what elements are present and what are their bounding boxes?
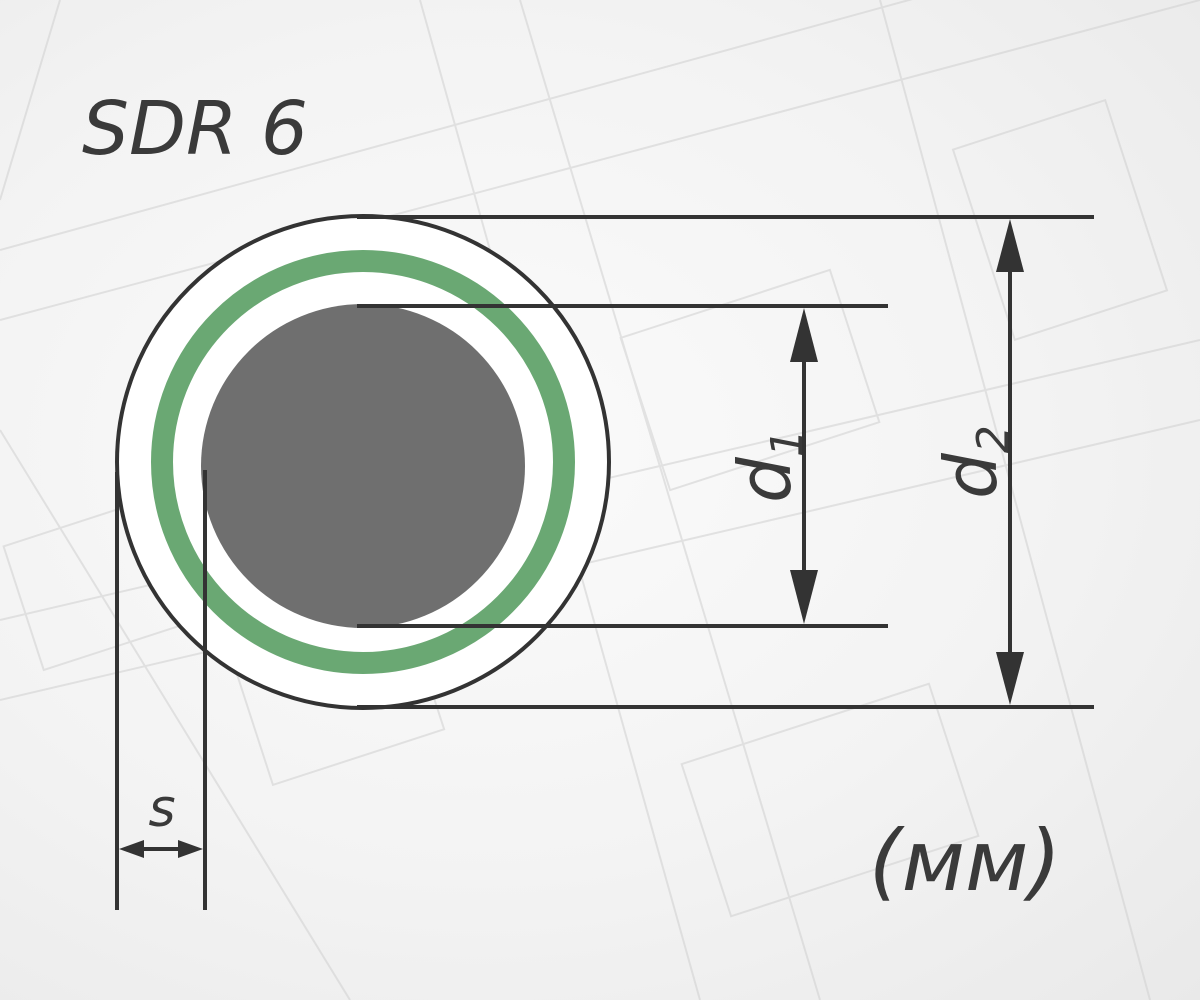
outer-arrow-top — [996, 219, 1024, 272]
inner-diameter-label: d1 — [723, 429, 813, 503]
wall-arrow-right — [178, 840, 203, 858]
diagram-title: SDR 6 — [82, 86, 308, 172]
wall-arrow-left — [119, 840, 144, 858]
outer-diameter-label: d2 — [929, 425, 1019, 499]
inner-diameter-dimension — [357, 304, 888, 628]
outer-diameter-dimension — [357, 215, 1094, 709]
wall-thickness-label: s — [148, 779, 175, 839]
units-label: (мм) — [869, 812, 1061, 910]
pipe-cross-section — [115, 214, 611, 710]
green-stripe-ring — [151, 250, 575, 674]
outer-arrow-bottom — [996, 652, 1024, 705]
pipe-bore — [201, 304, 525, 628]
wall-thickness-dimension — [115, 470, 207, 910]
inner-arrow-bottom — [790, 570, 818, 624]
inner-arrow-top — [790, 308, 818, 362]
